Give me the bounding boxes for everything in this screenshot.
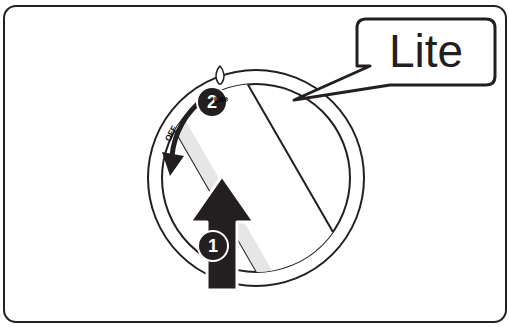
frame [4, 6, 506, 322]
pointer-mark [216, 66, 224, 84]
callout-number-text: 1 [208, 236, 218, 257]
turn-arrowhead [162, 152, 184, 176]
knob-handle [165, 70, 359, 321]
push-arrow [190, 176, 254, 290]
callout-text: Lite [372, 24, 480, 74]
callout-number: 1 [197, 230, 229, 262]
bubble-outline [294, 19, 495, 100]
dial-mark-label: Lite [213, 94, 228, 104]
callout-bubble: Lite [356, 18, 496, 86]
